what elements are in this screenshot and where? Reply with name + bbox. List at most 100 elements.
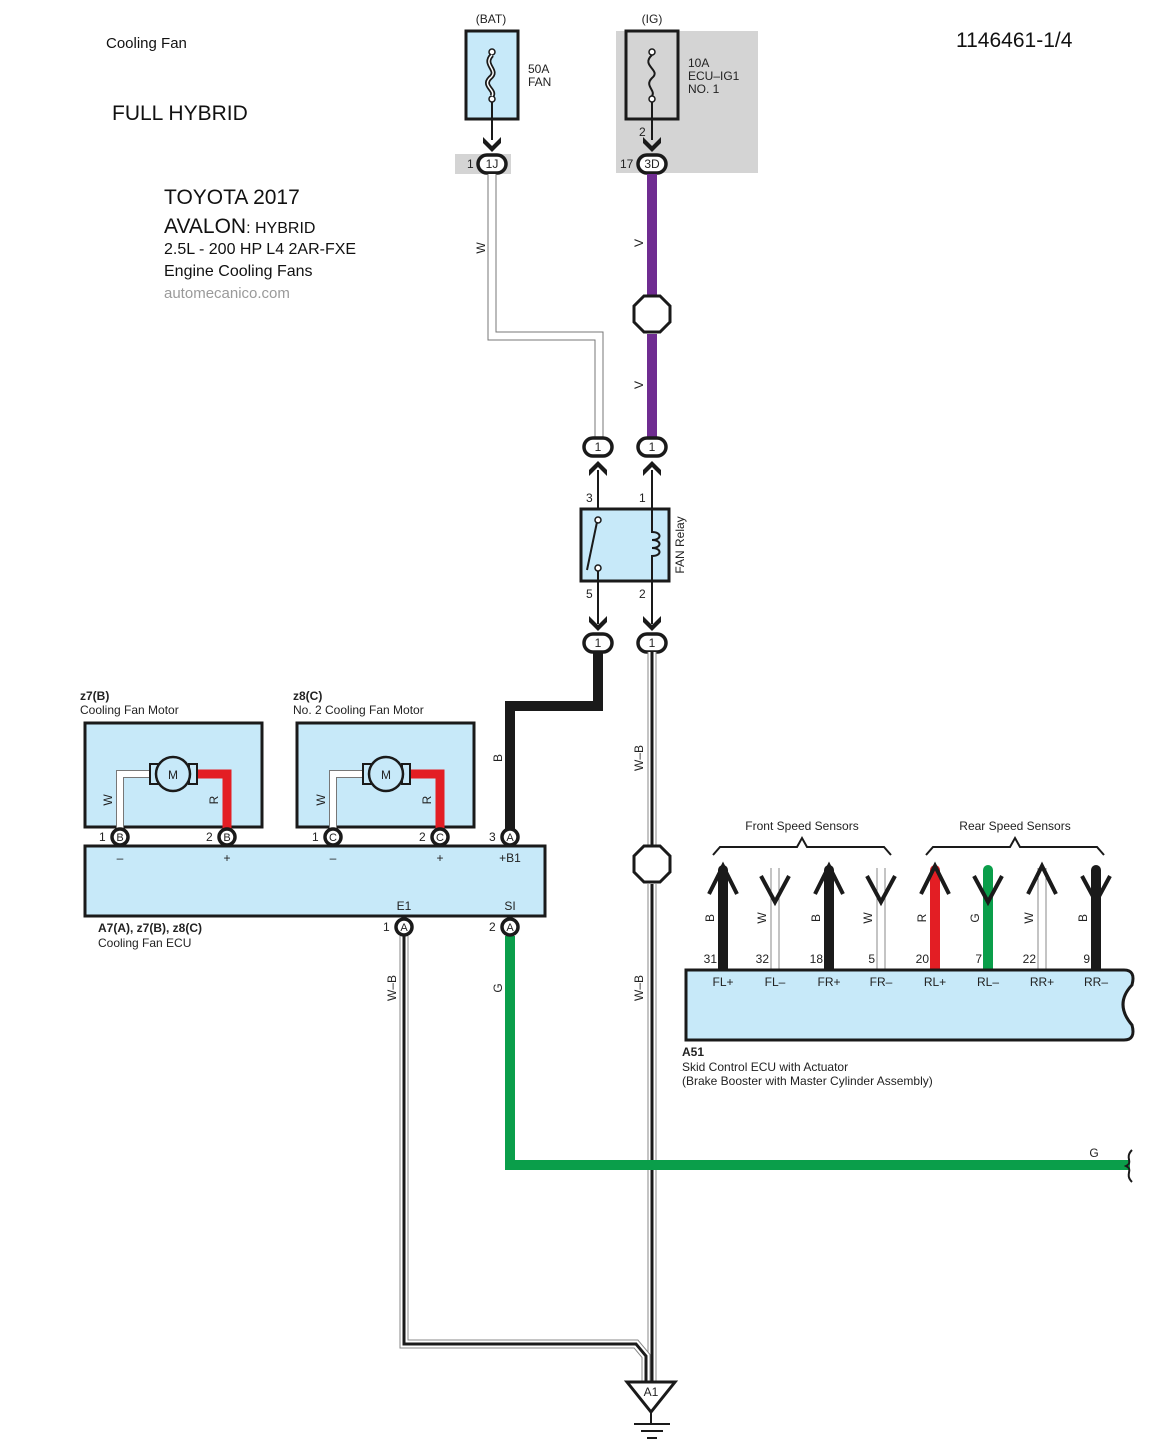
speed-sensor-wire: R20 <box>915 861 951 975</box>
speed-sensor-wire: B31 <box>703 861 739 975</box>
cooling-fan-motor-1: z7(B) Cooling Fan Motor M W R 1 B 2 B <box>80 689 264 847</box>
wire-color-label: W <box>755 912 769 924</box>
pin-number: 2 <box>206 830 213 844</box>
cooling-fan-motor-2: z8(C) No. 2 Cooling Fan Motor M W R 1 C … <box>293 689 476 847</box>
fan-ecu-name: Cooling Fan ECU <box>98 936 191 950</box>
motor-1-name: Cooling Fan Motor <box>80 703 179 717</box>
fuse-ig-connector-pin: 17 <box>620 157 634 171</box>
connector-a-pin1 <box>394 917 414 937</box>
connector-label: C <box>329 832 337 844</box>
relay-connector-top-left <box>582 436 614 458</box>
fuse-bat-rating: 50A <box>528 62 549 76</box>
fuse-ig-out-pin: 2 <box>639 125 646 139</box>
relay-name: FAN Relay <box>673 516 687 573</box>
wire-color-label: G <box>1089 1146 1098 1160</box>
terminal-label: FL– <box>765 975 786 989</box>
connector-1j <box>476 153 508 175</box>
relay-pin-3: 3 <box>586 491 593 505</box>
skid-ecu-subname: (Brake Booster with Master Cylinder Asse… <box>682 1074 933 1088</box>
motor-symbol: M <box>381 768 391 782</box>
connector-label: B <box>116 832 123 844</box>
rear-speed-sensors-label: Rear Speed Sensors <box>959 819 1070 833</box>
front-group-brace <box>712 835 892 856</box>
front-speed-sensors-label: Front Speed Sensors <box>745 819 858 833</box>
fuse-ig-source: (IG) <box>642 12 663 26</box>
wire-color-label: W <box>1022 912 1036 924</box>
wire-color-label: W <box>861 912 875 924</box>
wire-b-relay-ecu: B <box>491 652 603 830</box>
wire-color-label: W–B <box>632 975 646 1001</box>
relay-connector-label: 1 <box>595 440 602 454</box>
fuse-ig-10a: (IG) 10A ECU–IG1 NO. 1 2 17 3D <box>616 12 758 175</box>
skid-ecu-name: Skid Control ECU with Actuator <box>682 1060 848 1074</box>
motor-1-code: z7(B) <box>80 689 109 703</box>
fuse-ig-name: ECU–IG1 <box>688 69 740 83</box>
wire-color-label: B <box>703 914 717 922</box>
terminal-label: + <box>223 851 230 865</box>
wire-color-label: W <box>474 242 488 254</box>
connector-label: C <box>436 832 444 844</box>
pin-number: 2 <box>489 920 496 934</box>
wire-color-label: V <box>632 239 646 247</box>
terminal-label: – <box>117 851 124 865</box>
connector-label: B <box>223 832 230 844</box>
pin-number: 20 <box>916 952 930 966</box>
motor-1-box <box>83 721 264 829</box>
relay-switch-icon <box>586 521 598 571</box>
terminal-label-si: SI <box>504 899 515 913</box>
terminal-label-e1: E1 <box>397 899 412 913</box>
wire-color-label: R <box>420 795 434 804</box>
wire-wb-relay-ground: W–B W–B <box>632 652 672 1382</box>
fuse-icon <box>647 54 656 97</box>
pin-number: 5 <box>868 952 875 966</box>
speed-sensor-wire: G7 <box>968 865 1004 975</box>
vehicle-make-year: TOYOTA 2017 <box>164 186 300 209</box>
fuse-bat-name: FAN <box>528 75 551 89</box>
variant-title: FULL HYBRID <box>112 102 248 125</box>
relay-coil-icon <box>651 509 661 581</box>
fuse-bat-connector-pin: 1 <box>467 157 474 171</box>
connector-3d-label: 3D <box>644 157 660 171</box>
pin-number: 3 <box>489 830 496 844</box>
junction-3d-bg <box>616 31 758 173</box>
wire-color-label: W–B <box>385 975 399 1001</box>
ground-triangle-icon <box>623 1380 679 1415</box>
terminal-label: + <box>436 851 443 865</box>
wire-color-label: B <box>809 914 823 922</box>
terminal-label: FR+ <box>817 975 840 989</box>
rear-group-brace <box>925 835 1105 856</box>
terminal-label: – <box>330 851 337 865</box>
pin-number: 9 <box>1083 952 1090 966</box>
motor-icon <box>154 755 192 793</box>
terminal-label: FR– <box>870 975 893 989</box>
arrow-up-icon <box>707 861 739 895</box>
ground-label: A1 <box>644 1385 659 1399</box>
wire-color-label: G <box>491 983 505 992</box>
connector-label: A <box>506 922 514 934</box>
relay-box <box>579 507 671 583</box>
arrow-down-icon <box>759 875 791 907</box>
fuse-bat-source: (BAT) <box>476 12 506 26</box>
pin-number: 1 <box>99 830 106 844</box>
wire-color-label: W <box>314 794 328 806</box>
connector-1j-label: 1J <box>486 157 499 171</box>
wire-color-label: R <box>207 795 221 804</box>
cooling-fan-ecu: – + – + +B1 3 A E1 SI A7(A), z7(B), z8(C… <box>83 827 547 950</box>
skid-terminal-labels: FL+FL–FR+FR–RL+RL–RR+RR– <box>712 975 1108 989</box>
wire-v-ig-relay: V V <box>632 174 672 438</box>
motor-symbol: M <box>168 768 178 782</box>
skid-ecu-box <box>684 968 1135 1042</box>
relay-pin-5: 5 <box>586 587 593 601</box>
section-title: Cooling Fan <box>106 35 187 52</box>
terminal-label: RL– <box>977 975 999 989</box>
continuation-break-icon <box>1123 1149 1133 1183</box>
wire-color-label: W <box>101 794 115 806</box>
arrow-up-icon <box>919 861 951 895</box>
connector-a-pin2 <box>500 917 520 937</box>
speed-sensor-wire: W22 <box>1022 861 1058 970</box>
vehicle-engine: 2.5L - 200 HP L4 2AR-FXE <box>164 241 357 258</box>
terminal-label: RR– <box>1084 975 1108 989</box>
pin-number: 1 <box>312 830 319 844</box>
splice-point-icon <box>632 844 672 884</box>
